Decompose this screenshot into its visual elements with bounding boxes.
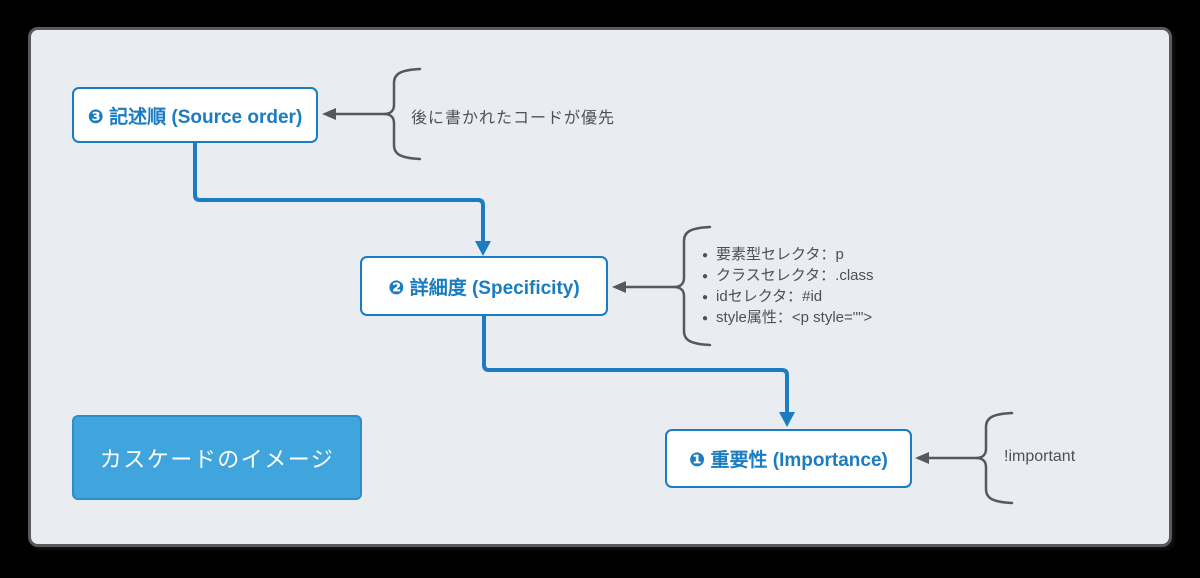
diagram-title-label: カスケードのイメージ [99,446,335,472]
node-specificity-label: ❷ 詳細度 (Specificity) [388,277,580,299]
node-importance-label: ❶ 重要性 (Importance) [689,450,888,471]
annotation-importance: !important [1004,448,1076,465]
node-source-order-label: ❸ 記述順 (Source order) [87,106,303,128]
annotation-source-order: 後に書かれたコードが優先 [411,110,616,127]
diagram-title-box: カスケードのイメージ [72,415,362,500]
node-source-order: ❸ 記述順 (Source order) [72,87,318,143]
annotation-specificity-list: 要素型セレクタ：p クラスセレクタ：.class idセレクタ：#id styl… [702,245,874,329]
specificity-list-item: クラスセレクタ：.class [702,266,873,287]
specificity-list-item: idセレクタ：#id [702,287,874,308]
node-specificity: ❷ 詳細度 (Specificity) [360,256,608,316]
node-importance: ❶ 重要性 (Importance) [665,429,912,488]
specificity-list-item: style属性：<p style=""> [702,308,874,329]
specificity-list-item: 要素型セレクタ：p [702,245,874,266]
